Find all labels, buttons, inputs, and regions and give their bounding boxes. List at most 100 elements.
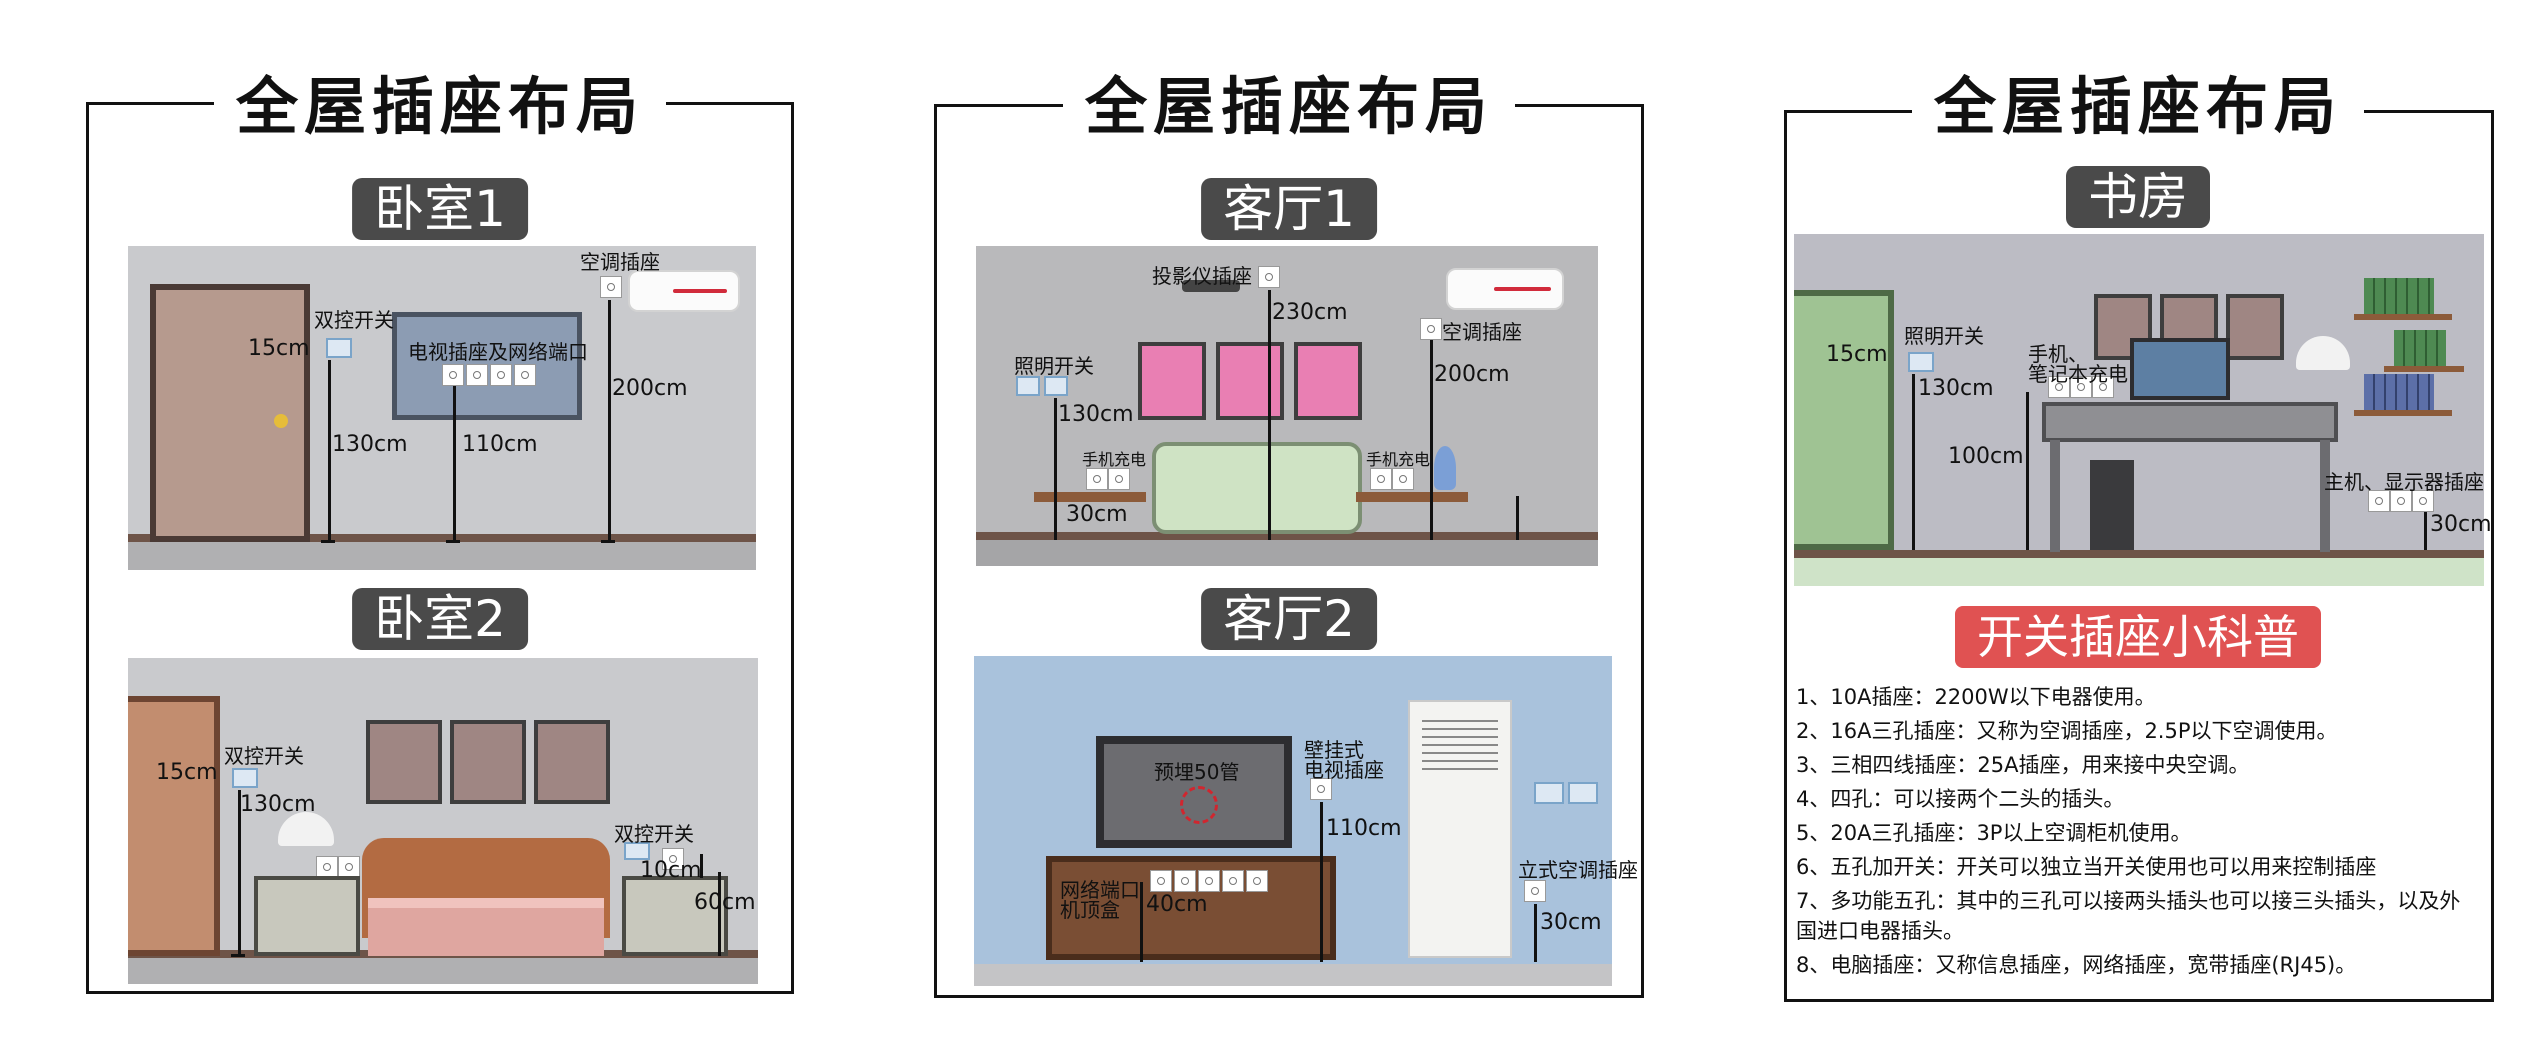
socket-icon: [1086, 468, 1108, 490]
panel-living-rooms: 全屋插座布局 客厅1 投影仪插座 230cm 空调插座 200cm 照明开关 1…: [850, 0, 1690, 1054]
light-switch: [1016, 376, 1040, 396]
desk-lamp: [2296, 336, 2350, 370]
double-switch: [232, 768, 258, 788]
scene-living-2: 预埋50管 壁挂式 电视插座 110cm 网络端口 机顶盒 40cm 立式空调插…: [974, 656, 1638, 986]
door: [150, 284, 310, 542]
height-15cm: 15cm: [248, 336, 310, 361]
socket-icon: [490, 364, 512, 386]
measure-line: [453, 386, 456, 542]
measure-line: [608, 300, 611, 542]
standing-ac-label: 立式空调插座: [1518, 858, 1638, 882]
standing-ac: [1408, 700, 1512, 958]
ac-socket-label: 空调插座: [580, 250, 660, 274]
panel-study: 全屋插座布局 书房 15cm 照明开关 130cm 手机、 笔记本充: [1760, 0, 2536, 1054]
socket-icon: [316, 856, 338, 878]
tv-socket-label: 电视插座及网络端口: [408, 340, 588, 364]
scene-study: 15cm 照明开关 130cm 手机、 笔记本充电 100cm 主机、显示器插座…: [1794, 234, 2492, 586]
side-table-right: [1356, 492, 1468, 502]
height-130cm: 130cm: [240, 792, 316, 817]
room-label-study: 书房: [2066, 166, 2210, 228]
height-30cm: 30cm: [1066, 502, 1128, 527]
sofa: [1152, 442, 1362, 534]
socket-icon: [442, 364, 464, 386]
phone-charge-left: 手机充电: [1082, 450, 1147, 469]
socket-icon: [1108, 468, 1130, 490]
socket-icon: [1222, 870, 1244, 892]
socket-icon: [2092, 376, 2114, 398]
tips-list: 1、10A插座：2200W以下电器使用。 2、16A三孔插座：又称为空调插座，2…: [1796, 682, 2476, 984]
room-label-living-1: 客厅1: [1201, 178, 1377, 240]
ac-socket-label: 空调插座: [1442, 320, 1522, 344]
tip-item: 3、三相四线插座：25A插座，用来接中央空调。: [1796, 753, 2250, 777]
laptop-label-2: 笔记本充电: [2028, 362, 2128, 386]
wall-tv-label-1: 壁挂式: [1304, 738, 1364, 762]
measure-line: [238, 790, 241, 956]
pipe-marker-icon: [1180, 786, 1218, 824]
room-label-living-2: 客厅2: [1201, 588, 1377, 650]
floor: [128, 958, 758, 984]
baseboard: [128, 534, 756, 542]
door: [128, 696, 220, 956]
measure-line: [718, 872, 721, 956]
table-lamp: [278, 812, 334, 846]
socket-icon: [1150, 870, 1172, 892]
height-230cm: 230cm: [1272, 300, 1348, 325]
wall-picture: [534, 720, 610, 804]
wall-tv-label-2: 电视插座: [1304, 758, 1384, 782]
measure-line: [700, 854, 703, 878]
socket-icon: [2070, 376, 2092, 398]
tip-item: 8、电脑插座：又称信息插座，网络插座，宽带插座(RJ45)。: [1796, 953, 2357, 977]
projector-label: 投影仪插座: [1152, 264, 1252, 288]
scene-living-1: 投影仪插座 230cm 空调插座 200cm 照明开关 130cm 手机充电 手…: [976, 246, 1598, 566]
tip-item: 1、10A插座：2200W以下电器使用。: [1796, 685, 2156, 709]
light-switch: [1044, 376, 1068, 396]
tips-title: 开关插座小科普: [1955, 606, 2321, 668]
height-15cm: 15cm: [156, 760, 218, 785]
projector-socket-icon: [1258, 266, 1280, 288]
switch-label-right: 双控开关: [614, 822, 694, 846]
light-switch-label: 照明开关: [1014, 354, 1094, 378]
ac-socket-icon: [1420, 318, 1442, 340]
socket-icon: [2412, 490, 2434, 512]
room-label-bedroom-2: 卧室2: [352, 588, 528, 650]
measure-line: [2026, 392, 2029, 550]
side-table-left: [1034, 492, 1146, 502]
books: [2364, 374, 2434, 410]
height-200cm: 200cm: [612, 376, 688, 401]
laptop-label-1: 手机、: [2028, 342, 2088, 366]
door-knob-icon: [274, 414, 288, 428]
socket-icon: [2368, 490, 2390, 512]
measure-line: [1534, 904, 1537, 962]
tip-item: 6、五孔加开关：开关可以独立当开关使用也可以用来控制插座: [1796, 855, 2377, 879]
socket-icon: [2390, 490, 2412, 512]
phone-charge-right: 手机充电: [1366, 450, 1431, 469]
wall-picture: [2094, 294, 2152, 360]
measure-tick: [231, 954, 245, 957]
double-switch: [326, 338, 352, 358]
door: [1794, 290, 1894, 550]
height-130cm: 130cm: [1058, 402, 1134, 427]
measure-line: [1268, 290, 1271, 540]
double-switch: [624, 842, 650, 860]
desk-leg: [2050, 440, 2060, 552]
tip-item: 2、16A三孔插座：又称为空调插座，2.5P以下空调使用。: [1796, 719, 2338, 743]
tip-item: 4、四孔：可以接两个二头的插头。: [1796, 787, 2125, 811]
socket-icon: [1392, 468, 1414, 490]
socket-icon: [338, 856, 360, 878]
panel-title: 全屋插座布局: [1062, 62, 1516, 152]
pc-tower: [2090, 460, 2134, 550]
pipe-label: 预埋50管: [1154, 760, 1240, 784]
socket-icon: [466, 364, 488, 386]
floor: [128, 542, 756, 570]
bed-mattress: [368, 898, 604, 956]
measure-line: [1912, 374, 1915, 550]
network-label-2: 机顶盒: [1060, 898, 1120, 922]
wall-switch: [1534, 782, 1564, 804]
height-130cm: 130cm: [332, 432, 408, 457]
books: [2394, 330, 2446, 366]
desk: [2042, 402, 2338, 442]
desk-leg: [2320, 440, 2330, 552]
projector: [1182, 280, 1240, 292]
standing-ac-socket-icon: [1524, 880, 1546, 902]
nightstand-right: [622, 876, 728, 956]
